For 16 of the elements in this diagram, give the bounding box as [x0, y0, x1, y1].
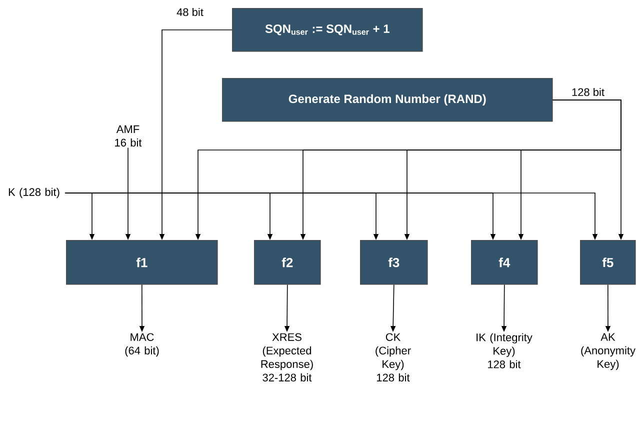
- function-box: f3: [360, 240, 428, 285]
- input-label: K (128 bit): [8, 188, 60, 198]
- input-label: AMF 16 bit: [115, 125, 142, 147]
- output-label: CK (Cipher Key) 128 bit: [376, 333, 411, 382]
- function-box: f1: [66, 240, 218, 285]
- function-box: f4: [471, 240, 538, 285]
- output-label: XRES (Expected Response) 32-128 bit: [261, 333, 313, 382]
- function-box: f5: [580, 240, 636, 285]
- function-box: f2: [254, 240, 321, 285]
- edge-label: 128 bit: [572, 88, 604, 96]
- process-box: Generate Random Number (RAND): [222, 78, 553, 122]
- output-label: IK (Integrity Key) 128 bit: [476, 333, 532, 368]
- formula-box: SQN$_{user}$ := SQN$_{user}$ + 1: [232, 8, 423, 52]
- output-label: MAC (64 bit): [125, 333, 159, 357]
- edge-label: 48 bit: [176, 8, 204, 16]
- output-label: AK (Anonymity Key): [581, 333, 636, 370]
